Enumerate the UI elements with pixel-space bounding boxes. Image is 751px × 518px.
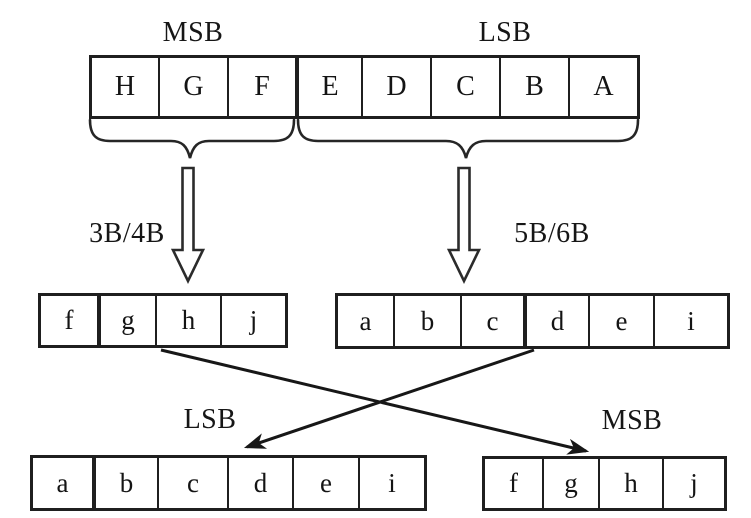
bit-cell-b: b [393,296,460,346]
bit-cell-H: H [92,58,158,116]
bit-cell-i: i [653,296,727,346]
bit-cell-a: a [33,458,92,508]
bit-cell-A: A [568,58,637,116]
underbrace-lsb-group [296,118,640,159]
bit-cell-f: f [41,296,97,345]
bit-cell-F: F [227,58,295,116]
bottom-lsb-label: LSB [183,404,237,435]
top-lsb-label: LSB [478,17,532,48]
bit-cell-f: f [485,459,542,508]
top-msb-label: MSB [162,17,224,48]
bit-cell-e: e [292,458,358,508]
bit-cell-h: h [155,296,220,345]
encoder-3b4b-label: 3B/4B [89,218,165,249]
bit-cell-G: G [158,58,227,116]
bit-cell-g: g [542,459,598,508]
bottom-msb-label: MSB [601,405,663,436]
bit-cell-D: D [361,58,430,116]
bit-cell-c: c [460,296,523,346]
block-down-arrow-5b6b-icon [446,166,482,284]
bit-cell-c: c [157,458,227,508]
encoder-5b6b-label: 5B/6B [514,218,590,249]
bit-cell-h: h [598,459,662,508]
bit-cell-e: e [588,296,653,346]
bit-cell-j: j [220,296,285,345]
bit-cell-b: b [92,458,157,508]
cross-arrow-to-lsb [243,348,535,449]
bit-cell-d: d [227,458,292,508]
bit-cell-g: g [97,296,155,345]
bit-cell-B: B [499,58,568,116]
block-down-arrow-3b4b-icon [170,166,206,284]
bit-cell-j: j [662,459,724,508]
bit-cell-a: a [338,296,393,346]
cross-arrow-to-msb [160,348,590,455]
bit-cell-d: d [523,296,588,346]
bit-cell-E: E [295,58,361,116]
underbrace-msb-group [88,118,296,159]
bit-cell-i: i [358,458,424,508]
bit-cell-C: C [430,58,499,116]
